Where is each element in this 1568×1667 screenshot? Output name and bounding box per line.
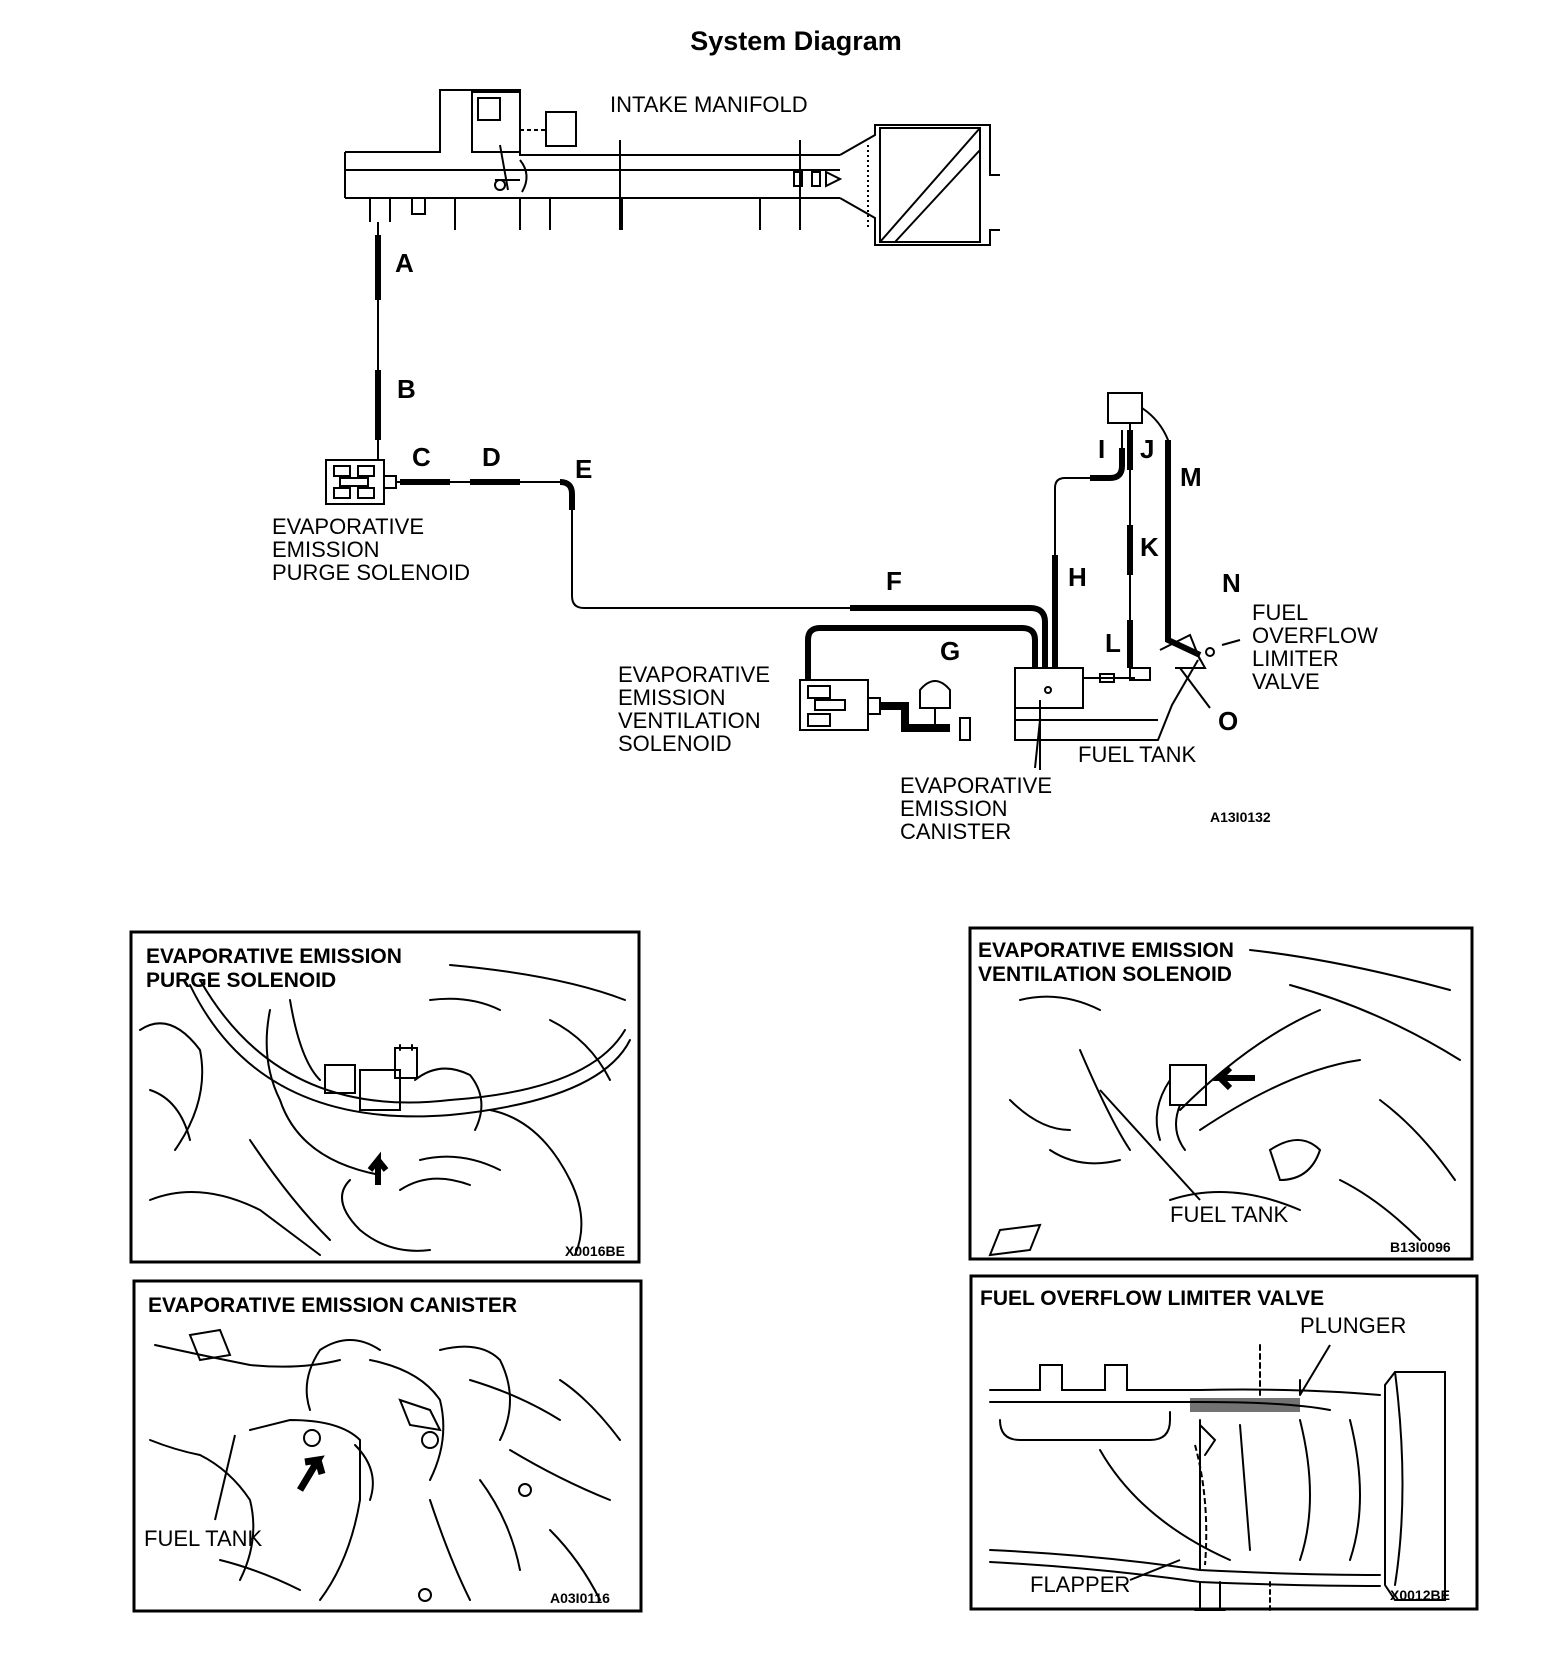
panel-4-code: X0012BE [1390,1587,1450,1603]
panel-2-title-line-2: VENTILATION SOLENOID [978,963,1232,986]
panel-1-arrow-icon [367,1151,389,1185]
hose-letter-k: K [1140,532,1159,562]
purge-solenoid-label: EVAPORATIVE EMISSION PURGE SOLENOID [272,514,470,585]
panel-4-label-plunger: PLUNGER [1300,1313,1406,1338]
hose-letters: A B C D E F G H I J K L M N O [395,248,1241,736]
svg-text:OVERFLOW: OVERFLOW [1252,623,1378,648]
ventilation-solenoid-label: EVAPORATIVE EMISSION VENTILATION SOLENOI… [618,662,770,756]
overflow-valve-label: FUEL OVERFLOW LIMITER VALVE [1252,600,1378,694]
svg-text:EMISSION: EMISSION [618,685,726,710]
diagram-figure-code: A13I0132 [1210,809,1271,825]
panel-purge-solenoid: EVAPORATIVE EMISSION PURGE SOLENOID X [129,930,641,1264]
hose-letter-n: N [1222,568,1241,598]
hose-letter-h: H [1068,562,1087,592]
roll-over-valve [1107,392,1143,424]
panel-ventilation-solenoid: EVAPORATIVE EMISSION VENTILATION SOLENOI… [968,926,1474,1261]
hose-letter-e: E [575,454,592,484]
panel-2-code: B13I0096 [1390,1239,1451,1255]
panel-overflow-limiter-valve: FUEL OVERFLOW LIMITER VALVE PLUNGER [969,1274,1479,1611]
panel-3-code: A03I0116 [550,1590,610,1606]
svg-text:EVAPORATIVE: EVAPORATIVE [900,773,1052,798]
panel-2-illustration [988,949,1461,1257]
panel-4-label-flapper: FLAPPER [1030,1572,1130,1597]
panel-1-title-line-1: EVAPORATIVE EMISSION [146,945,402,968]
hose-letter-o: O [1218,706,1238,736]
intake-manifold [344,89,1000,246]
diagram-title: System Diagram [690,26,902,56]
panel-2-label-fuel-tank: FUEL TANK [1170,1202,1289,1227]
intake-manifold-label: INTAKE MANIFOLD [610,92,808,117]
svg-text:CANISTER: CANISTER [900,819,1011,844]
panel-4-title: FUEL OVERFLOW LIMITER VALVE [980,1287,1324,1310]
hose-letter-m: M [1180,462,1202,492]
hose-letter-f: F [886,566,902,596]
hose-letter-c: C [412,442,431,472]
fuel-tank-label: FUEL TANK [1078,742,1197,767]
panel-4-illustration [989,1344,1446,1611]
svg-text:EVAPORATIVE: EVAPORATIVE [272,514,424,539]
panel-canister: EVAPORATIVE EMISSION CANISTER [132,1279,643,1613]
panel-3-label-fuel-tank: FUEL TANK [144,1526,263,1551]
hose-letter-a: A [395,248,414,278]
panel-3-arrow-icon [296,1455,326,1492]
svg-text:VALVE: VALVE [1252,669,1320,694]
hose-letter-d: D [482,442,501,472]
ventilation-solenoid [799,679,971,741]
panel-1-illustration [139,964,631,1256]
svg-text:EMISSION: EMISSION [900,796,1008,821]
svg-text:SOLENOID: SOLENOID [618,731,732,756]
svg-text:FUEL: FUEL [1252,600,1308,625]
panel-4-plunger-shape [1190,1398,1300,1412]
svg-text:LIMITER: LIMITER [1252,646,1339,671]
hose-letter-j: J [1140,434,1154,464]
panel-2-title-line-1: EVAPORATIVE EMISSION [978,939,1234,962]
hose-letter-g: G [940,636,960,666]
canister-and-fuel-tank [1014,659,1199,770]
panel-3-title: EVAPORATIVE EMISSION CANISTER [148,1294,517,1317]
svg-text:PURGE SOLENOID: PURGE SOLENOID [272,560,470,585]
svg-text:VENTILATION: VENTILATION [618,708,761,733]
purge-solenoid [325,459,397,505]
svg-text:EMISSION: EMISSION [272,537,380,562]
svg-text:EVAPORATIVE: EVAPORATIVE [618,662,770,687]
hose-letter-b: B [397,374,416,404]
panel-3-illustration [149,1328,621,1602]
panel-2-arrow-icon [1212,1065,1255,1091]
hose-letter-i: I [1098,434,1105,464]
hose-letter-l: L [1105,628,1121,658]
hose-g [805,625,1038,680]
panel-1-title-line-2: PURGE SOLENOID [146,969,336,992]
panel-1-code: X0016BE [565,1243,625,1259]
canister-label: EVAPORATIVE EMISSION CANISTER [900,773,1052,844]
